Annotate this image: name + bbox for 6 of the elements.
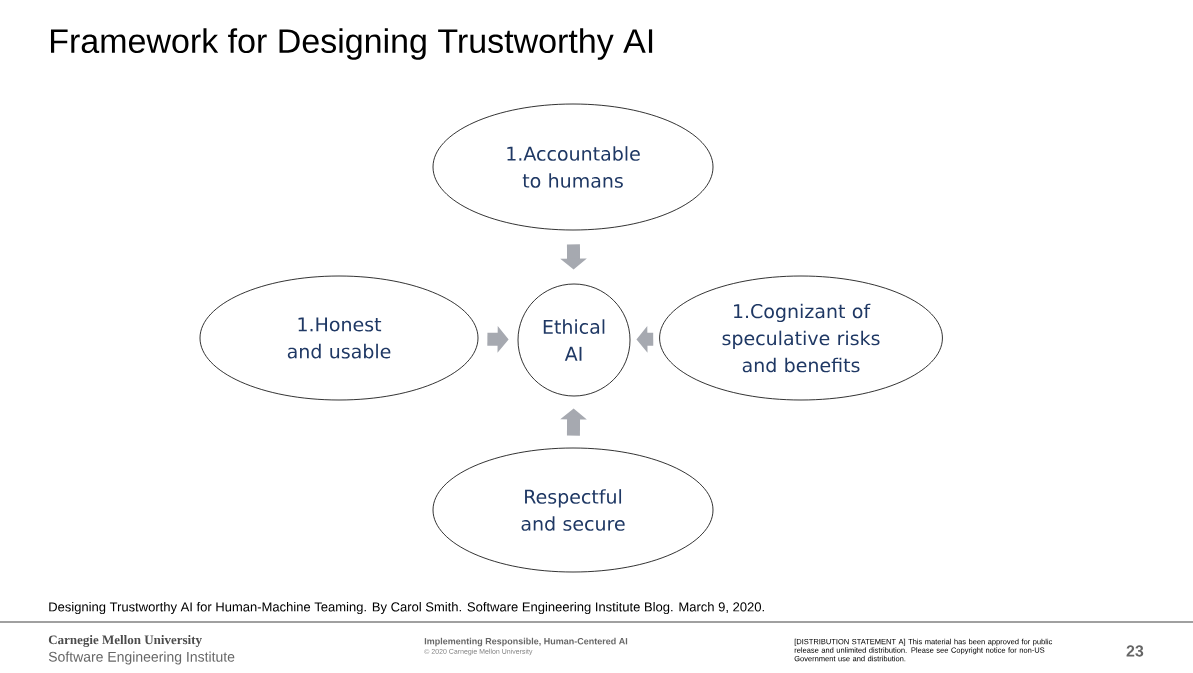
slide-title: Framework for Designing Trustworthy AI xyxy=(51,28,653,60)
citation: Designing Trustworthy AI for Human-Machine Teaming. By Carol Smith. Software Engineering Institute Blog. March 9, 2020. xyxy=(49,601,764,615)
page-number: 23 xyxy=(1126,645,1144,657)
university-name: Carnegie Mellon University xyxy=(48,635,202,647)
institute-name: Software Engineering Institute xyxy=(48,651,235,665)
presentation-title: Implementing Responsible, Human-Centered AI xyxy=(424,637,628,647)
